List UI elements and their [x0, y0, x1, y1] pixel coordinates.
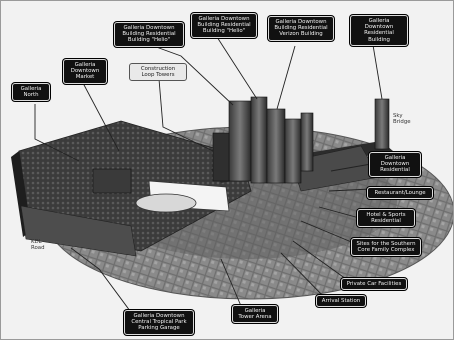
tower-6: [374, 98, 390, 150]
label-residential-building: Galleria Downtown Residential Building: [350, 15, 408, 46]
tower-2: [250, 96, 268, 184]
left-lot: [20, 205, 137, 257]
tower-3: [266, 108, 286, 184]
label-construction-loop-towers: Construction Loop Towers: [129, 63, 187, 82]
label-galleria-downtown-residential: Galleria Downtown Residential: [369, 152, 421, 177]
tower-4: [284, 118, 302, 184]
callout-lines: [34, 36, 383, 320]
label-building-helio-1: Galleria Downtown Building Residential B…: [114, 22, 184, 47]
label-restaurant-lounge: Restaurant/Lounge: [367, 187, 433, 200]
label-arrival-station: Arrival Station: [316, 295, 366, 308]
left-building: [92, 168, 132, 194]
tower-7: [212, 132, 230, 182]
tower-5: [300, 112, 314, 172]
label-central-tropical-park-garage: Galleria Downtown Central Tropical Park …: [124, 310, 194, 335]
label-hotel-sports-residential: Hotel & Sports Residential: [357, 209, 415, 228]
label-kdl-road: KDL Road: [31, 239, 45, 252]
label-galleria-north: Galleria North: [12, 83, 50, 102]
label-building-helio-2: Galleria Downtown Building Residential B…: [191, 13, 257, 38]
label-southern-core-family-complex: Sites for the Southern Core Family Compl…: [351, 238, 421, 257]
label-galleria-downtown-market: Galleria Downtown Market: [63, 59, 107, 84]
label-galleria-tower-arena: Galleria Tower Arena: [232, 305, 278, 324]
tower-1: [228, 100, 252, 182]
label-sky-bridge: Sky Bridge: [393, 113, 411, 126]
label-private-car-facilities: Private Car Facilities: [341, 278, 407, 291]
arena-bowl: [135, 193, 197, 213]
label-verizon-building: Galleria Downtown Building Residential V…: [268, 16, 334, 41]
